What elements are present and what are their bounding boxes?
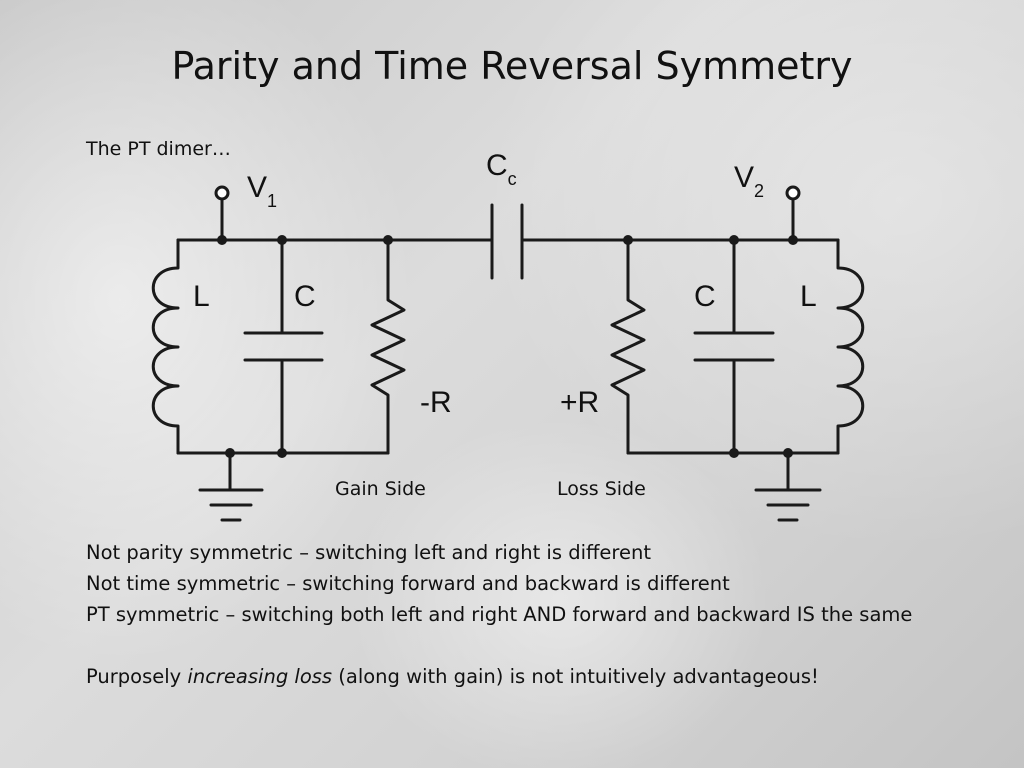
right-resistor: [610, 238, 646, 455]
v2-label: V2: [734, 161, 764, 201]
left-resistor-label: -R: [420, 386, 452, 419]
junction-dot: [623, 235, 633, 245]
left-ground-symbol: [198, 451, 264, 522]
slide-title: Parity and Time Reversal Symmetry: [171, 44, 853, 88]
subtitle: The PT dimer…: [86, 138, 231, 160]
junction-dot: [383, 235, 393, 245]
bullet-line: PT symmetric – switching both left and r…: [86, 603, 913, 626]
junction-dot: [217, 235, 227, 245]
left-capacitor: [243, 238, 324, 455]
right-resistor-label: +R: [560, 386, 599, 419]
loss-side-label: Loss Side: [557, 478, 646, 500]
spacer: [86, 630, 912, 661]
gain-side-label: Gain Side: [335, 478, 426, 500]
closing-emphasis: increasing loss: [187, 665, 333, 688]
junction-dot: [225, 448, 235, 458]
left-inductor-label: L: [193, 280, 210, 313]
body-text: Not parity symmetric – switching left an…: [86, 537, 912, 692]
v2-terminal: [785, 185, 801, 201]
junction-dot: [729, 448, 739, 458]
closing-line: Purposely increasing loss (along with ga…: [86, 661, 912, 692]
left-capacitor-label: C: [294, 280, 316, 313]
right-inductor: [836, 238, 865, 455]
v1-label: V1: [247, 171, 277, 211]
closing-after: (along with gain) is not intuitively adv…: [332, 665, 819, 688]
right-inductor-label: L: [800, 280, 817, 313]
junction-dot: [788, 235, 798, 245]
junction-dot: [277, 448, 287, 458]
bullet-line: Not time symmetric – switching forward a…: [86, 572, 730, 595]
coupling-capacitor: [490, 203, 524, 280]
coupling-capacitor-label: Cc: [486, 149, 517, 189]
left-resistor: [370, 238, 406, 455]
right-capacitor-label: C: [694, 280, 716, 313]
left-inductor: [151, 238, 180, 455]
junction-dot: [277, 235, 287, 245]
bullet-line: Not parity symmetric – switching left an…: [86, 541, 652, 564]
closing-before: Purposely: [86, 665, 188, 688]
right-capacitor: [693, 238, 775, 455]
junction-dot: [729, 235, 739, 245]
right-ground-symbol: [754, 451, 822, 522]
v1-terminal: [214, 185, 230, 201]
junction-dot: [783, 448, 793, 458]
